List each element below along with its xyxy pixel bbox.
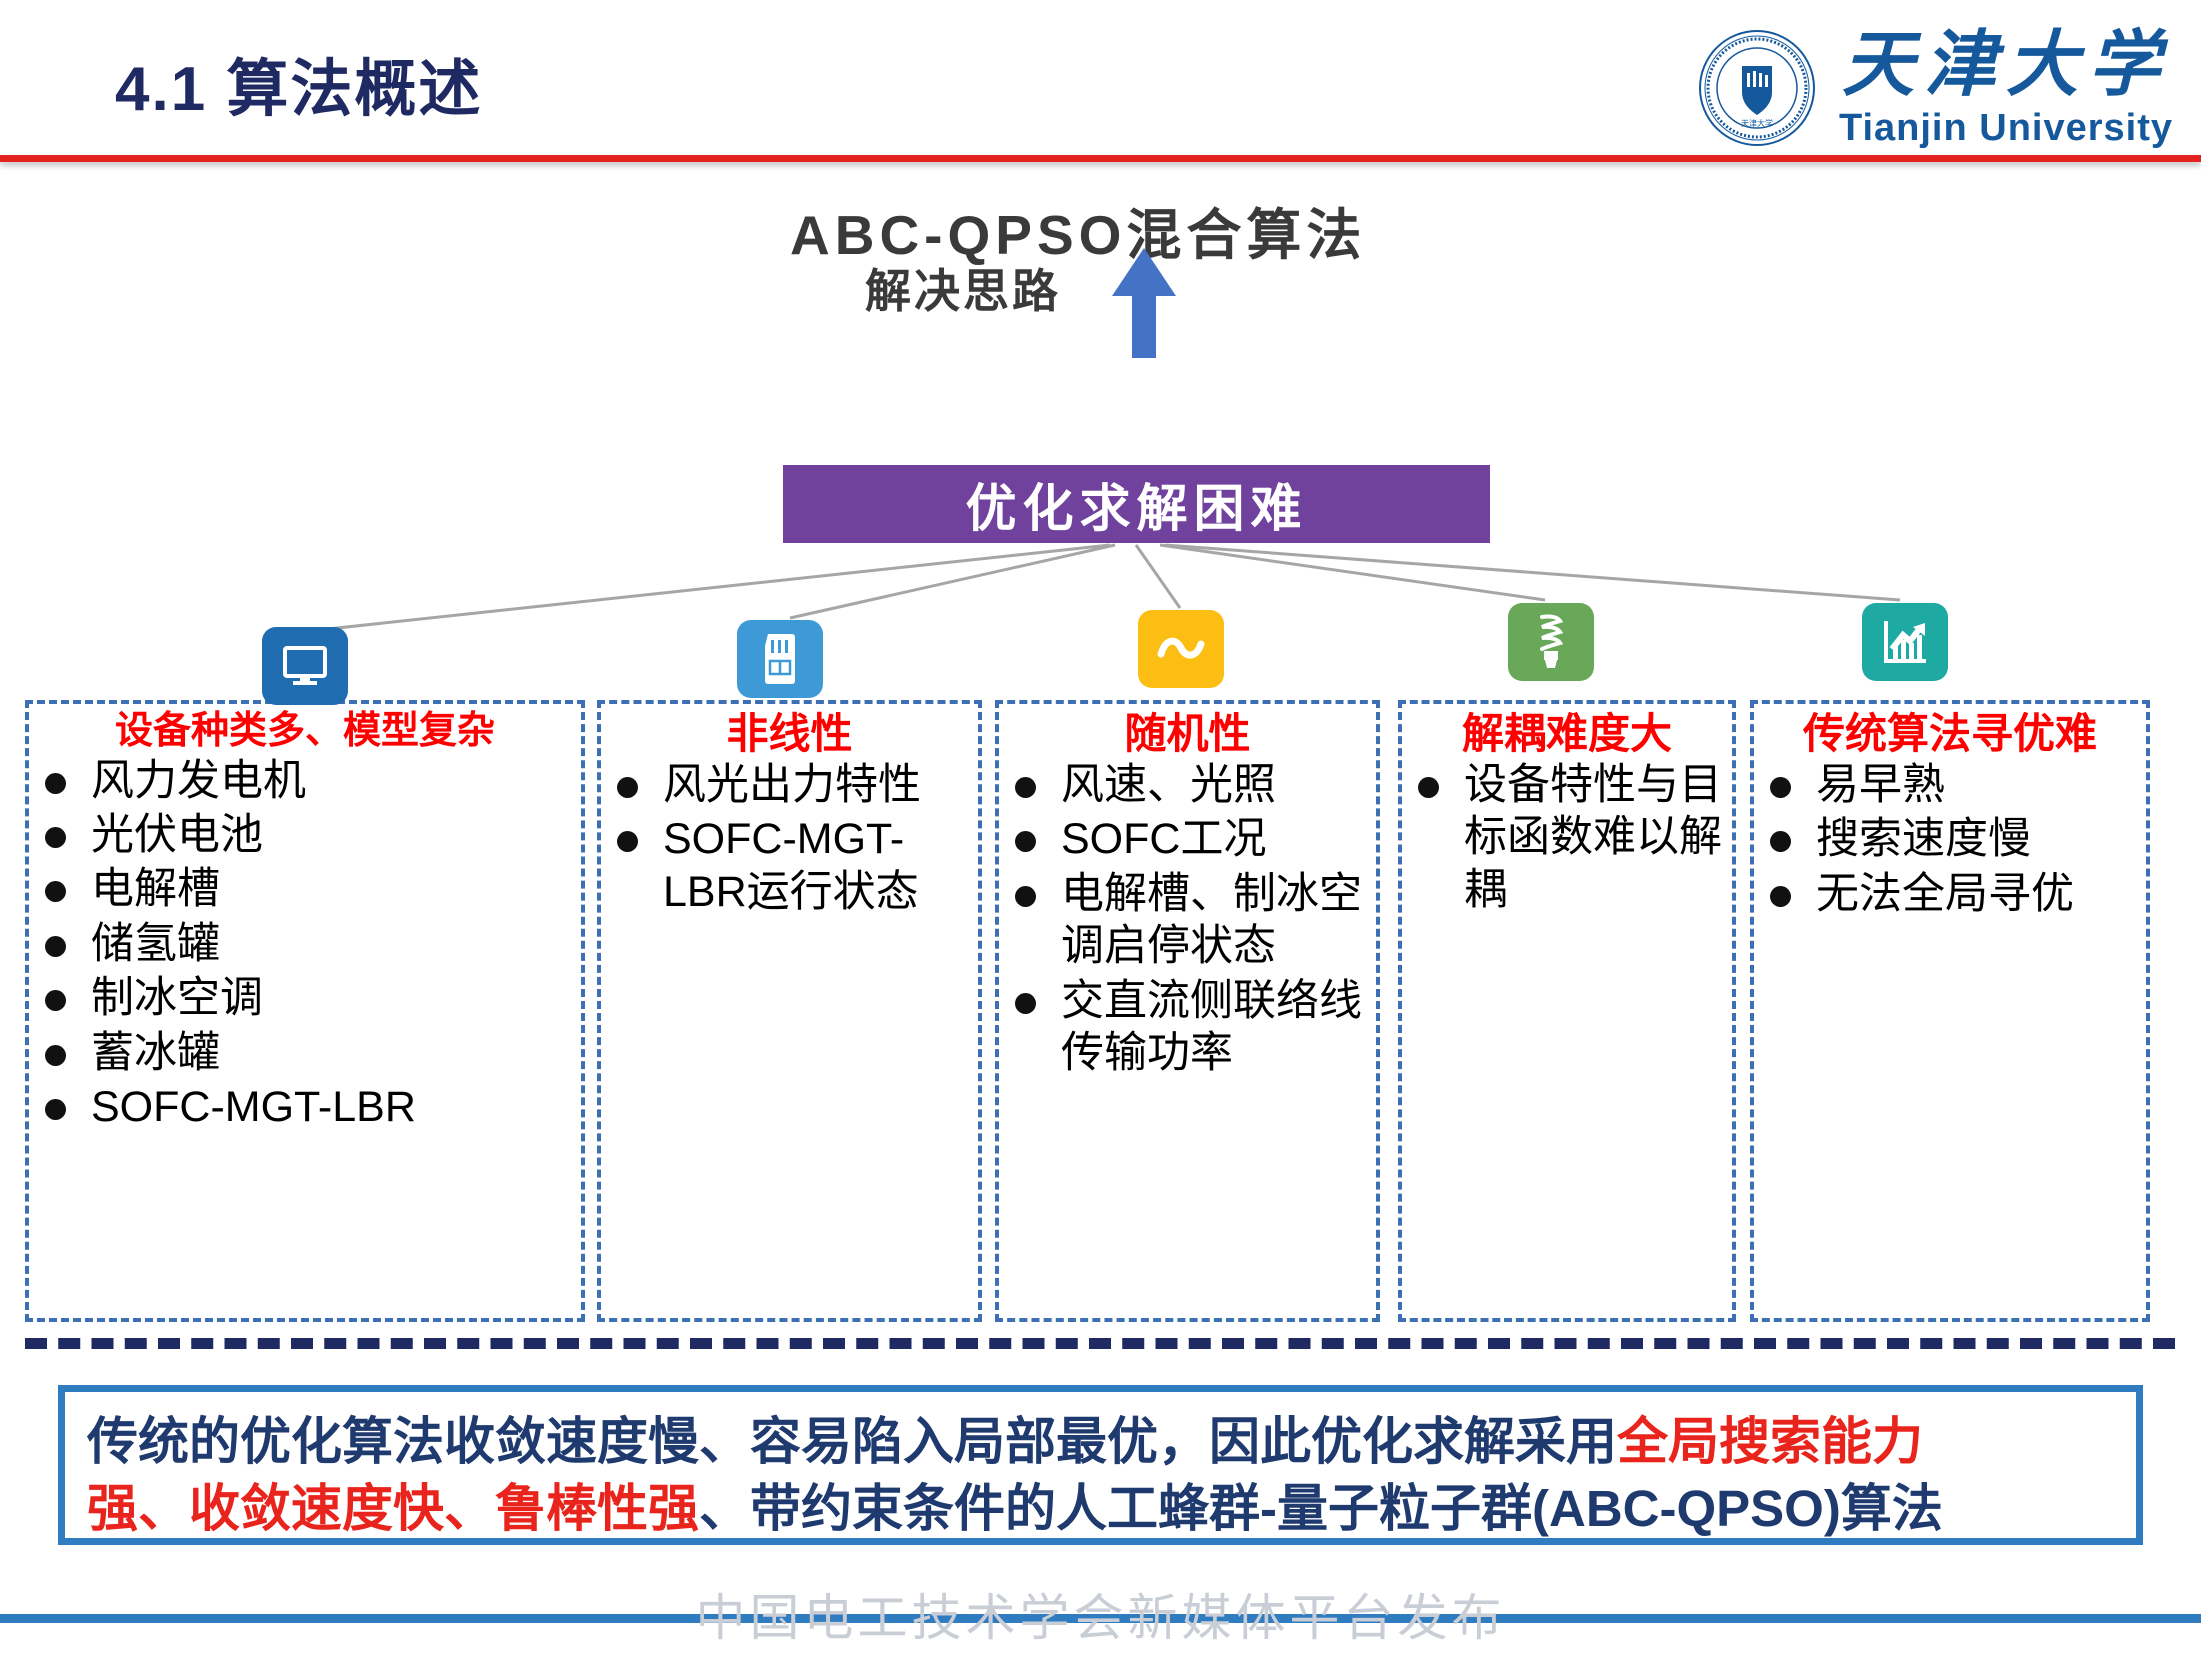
- list-item: 搜索速度慢: [1762, 813, 2138, 865]
- column-icon-monitor: [262, 627, 348, 705]
- column-heading: 传统算法寻优难: [1802, 710, 2097, 757]
- column-equipment-variety: 设备种类多、模型复杂 风力发电机 光伏电池 电解槽 储氢罐 制冰空调 蓄冰罐 S…: [25, 700, 585, 1322]
- column-bullet-list: 风力发电机 光伏电池 电解槽 储氢罐 制冰空调 蓄冰罐 SOFC-MGT-LBR: [37, 755, 573, 1134]
- column-bullet-list: 风速、光照 SOFC工况 电解槽、制冰空调启停状态 交直流侧联络线传输功率: [1007, 759, 1368, 1080]
- list-item: SOFC工况: [1007, 813, 1368, 865]
- footer-bar: [0, 1614, 2201, 1623]
- column-heading: 设备种类多、模型复杂: [114, 710, 495, 752]
- list-item: 电解槽: [37, 863, 573, 915]
- column-randomness: 随机性 风速、光照 SOFC工况 电解槽、制冰空调启停状态 交直流侧联络线传输功…: [995, 700, 1380, 1322]
- algorithm-title: ABC-QPSO混合算法: [790, 204, 1367, 266]
- conclusion-text-highlight-1: 全局搜索能力: [1617, 1413, 1924, 1470]
- column-bullet-list: 易早熟 搜索速度慢 无法全局寻优: [1762, 759, 2138, 920]
- list-item: 制冰空调: [37, 972, 573, 1024]
- list-item: 易早熟: [1762, 759, 2138, 811]
- list-item: 交直流侧联络线传输功率: [1007, 975, 1368, 1080]
- section-divider: [25, 1338, 2175, 1349]
- column-icon-wave: [1138, 610, 1224, 688]
- up-arrow-icon: [1112, 248, 1176, 358]
- svg-text:1895: 1895: [1748, 98, 1767, 108]
- conclusion-text-normal-1: 传统的优化算法收敛速度慢、容易陷入局部最优，因此优化求解采用: [87, 1413, 1618, 1470]
- page-title: 4.1 算法概述: [115, 55, 483, 124]
- list-item: 风速、光照: [1007, 759, 1368, 811]
- problem-box: 优化求解困难: [783, 465, 1490, 543]
- list-item: 蓄冰罐: [37, 1027, 573, 1079]
- tilde-wave-icon: [1157, 637, 1205, 659]
- list-item: 光伏电池: [37, 809, 573, 861]
- list-item: SOFC-MGT-LBR运行状态: [609, 813, 970, 918]
- header-divider-rule: [0, 155, 2201, 162]
- column-icon-light-bulb: [1508, 603, 1594, 681]
- list-item: 风光出力特性: [609, 759, 970, 811]
- list-item: 设备特性与目标函数难以解耦: [1410, 759, 1724, 916]
- conclusion-text-highlight-2: 强、收敛速度快、鲁棒性强: [87, 1480, 700, 1538]
- light-bulb-icon: [1540, 614, 1564, 668]
- logo-chinese-name: 天津大学: [1841, 25, 2170, 105]
- column-bullet-list: 设备特性与目标函数难以解耦: [1410, 759, 1724, 916]
- conclusion-text-normal-2: 、带约束条件的人工蜂群-量子粒子群(ABC-QPSO)算法: [699, 1480, 1943, 1538]
- logo-english-name: Tianjin University: [1838, 107, 2173, 149]
- university-seal-icon: 1895 天津大学: [1698, 30, 1815, 146]
- conclusion-box: 传统的优化算法收敛速度慢、容易陷入局部最优，因此优化求解采用全局搜索能力 强、收…: [58, 1385, 2143, 1545]
- watermark: 中国电工技术学会新媒体平台发布: [695, 1590, 1506, 1646]
- list-item: 储氢罐: [37, 918, 573, 970]
- monitor-icon: [283, 646, 327, 685]
- svg-text:天津大学: 天津大学: [1741, 118, 1773, 128]
- column-heading: 非线性: [726, 710, 853, 757]
- solution-approach-label: 解决思路: [865, 265, 1061, 317]
- column-heading: 随机性: [1124, 710, 1251, 757]
- university-logo: 1895 天津大学 天津大学 Tianjin University: [1697, 28, 2173, 148]
- column-nonlinearity: 非线性 风光出力特性 SOFC-MGT-LBR运行状态: [597, 700, 982, 1322]
- list-item: SOFC-MGT-LBR: [37, 1081, 573, 1133]
- column-traditional-algorithm: 传统算法寻优难 易早熟 搜索速度慢 无法全局寻优: [1750, 700, 2150, 1322]
- column-heading: 解耦难度大: [1461, 710, 1672, 757]
- column-icon-memory-card: [737, 620, 823, 698]
- list-item: 电解槽、制冰空调启停状态: [1007, 868, 1368, 973]
- column-decoupling-difficulty: 解耦难度大 设备特性与目标函数难以解耦: [1398, 700, 1736, 1322]
- conclusion-line-1: 传统的优化算法收敛速度慢、容易陷入局部最优，因此优化求解采用全局搜索能力: [87, 1408, 2114, 1475]
- memory-card-icon: [765, 634, 795, 684]
- problem-box-label: 优化求解困难: [965, 480, 1308, 537]
- bar-chart-up-icon: [1884, 621, 1926, 663]
- list-item: 风力发电机: [37, 755, 573, 807]
- list-item: 无法全局寻优: [1762, 868, 2138, 920]
- column-icon-bar-chart: [1862, 603, 1948, 681]
- conclusion-line-2: 强、收敛速度快、鲁棒性强、带约束条件的人工蜂群-量子粒子群(ABC-QPSO)算…: [87, 1475, 2114, 1542]
- column-bullet-list: 风光出力特性 SOFC-MGT-LBR运行状态: [609, 759, 970, 918]
